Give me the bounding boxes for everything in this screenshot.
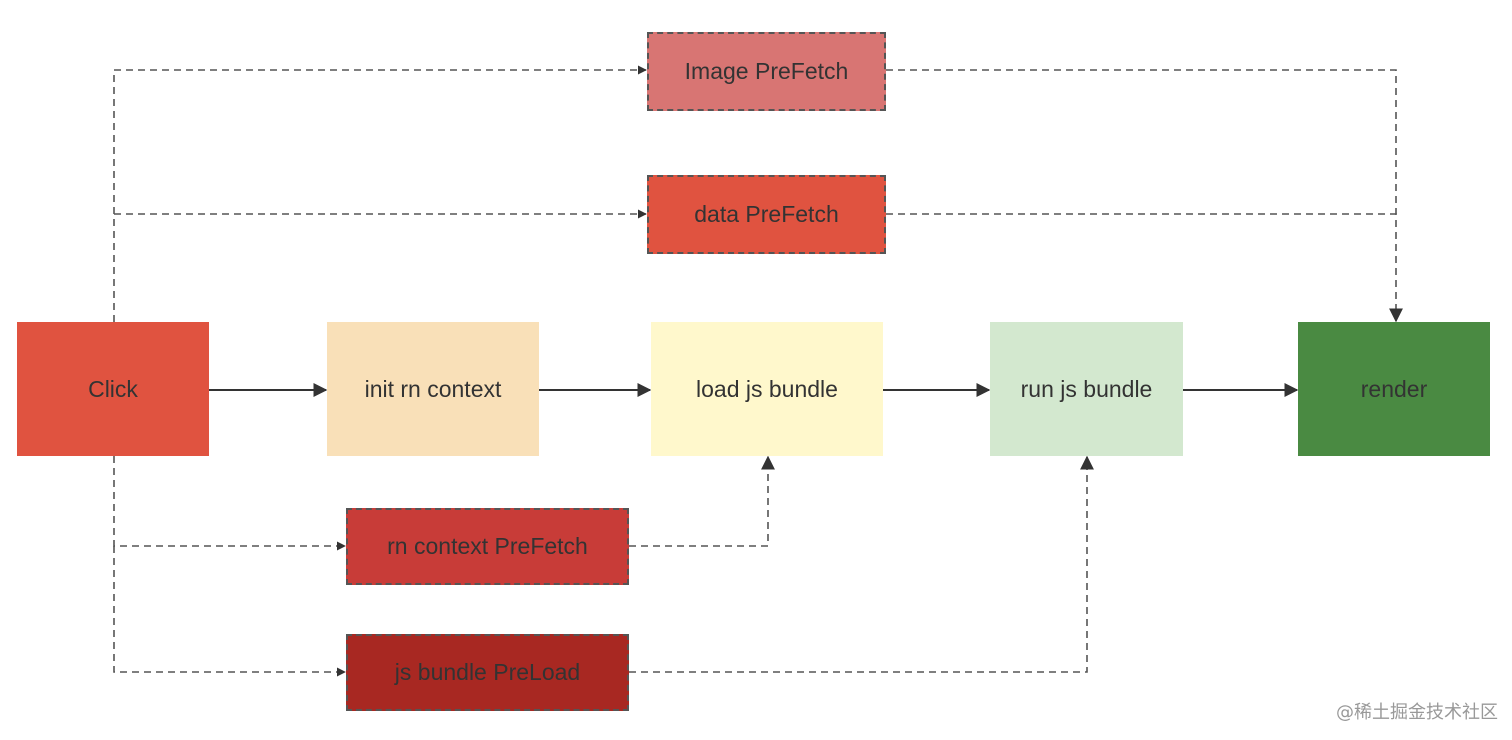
node-run-js-bundle-label: run js bundle <box>1020 375 1153 402</box>
node-js-bundle-preload: js bundle PreLoad <box>346 634 629 711</box>
node-click: Click <box>17 322 209 456</box>
edge-rn-context-prefetch-to-load-js-bundle <box>629 455 775 547</box>
watermark-text: @稀土掘金技术社区 <box>1336 702 1498 723</box>
node-load-js-bundle-label: load js bundle <box>696 375 838 402</box>
edge-click-to-js-bundle-preload <box>113 546 346 677</box>
edge-click-to-rn-context-prefetch <box>113 456 346 551</box>
node-image-prefetch-label: Image PreFetch <box>684 58 849 84</box>
node-click-label: Click <box>88 375 138 402</box>
node-run-js-bundle: run js bundle <box>990 322 1183 456</box>
edge-js-bundle-preload-to-run-js-bundle <box>629 455 1094 673</box>
node-render: render <box>1298 322 1490 456</box>
node-data-prefetch-label: data PreFetch <box>694 201 839 227</box>
edge-data-prefetch-to-render <box>886 213 1403 323</box>
node-init-rn-context-label: init rn context <box>364 375 502 402</box>
edge-click-to-image-prefetch <box>113 65 647 322</box>
node-init-rn-context: init rn context <box>327 322 539 456</box>
node-load-js-bundle: load js bundle <box>651 322 883 456</box>
node-data-prefetch: data PreFetch <box>647 175 886 254</box>
node-image-prefetch: Image PreFetch <box>647 32 886 111</box>
node-js-bundle-preload-label: js bundle PreLoad <box>394 659 581 685</box>
edge-image-prefetch-to-render <box>886 69 1397 214</box>
node-rn-context-prefetch-label: rn context PreFetch <box>387 533 588 559</box>
node-rn-context-prefetch: rn context PreFetch <box>346 508 629 585</box>
node-render-label: render <box>1360 375 1428 402</box>
